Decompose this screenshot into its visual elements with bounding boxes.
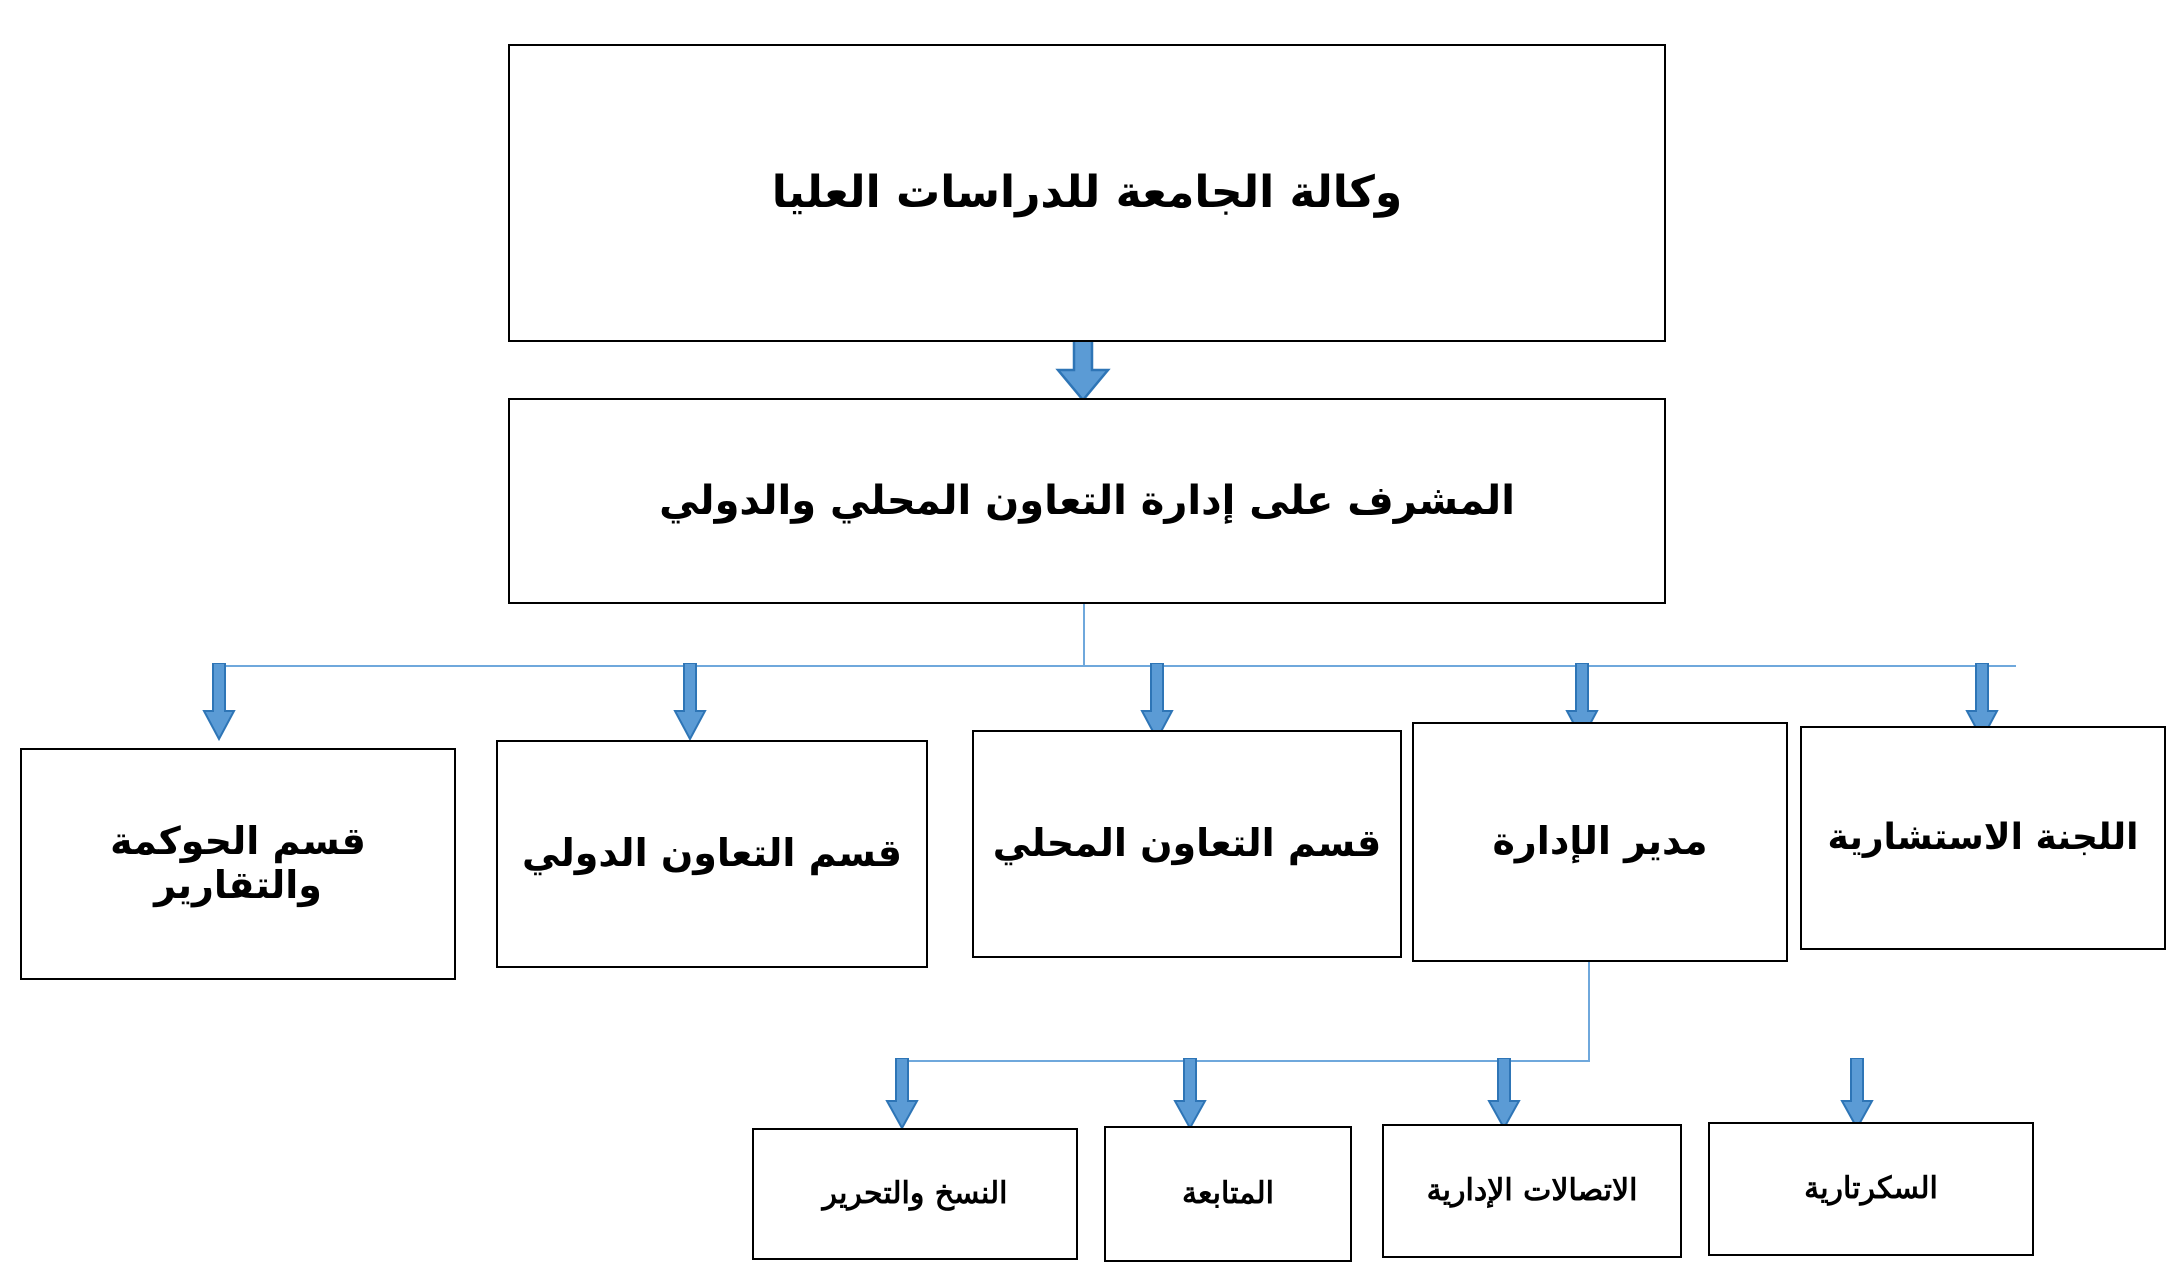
arrow-to-advisory-committee [1965,663,1999,741]
connector-level4-rail [900,1060,1590,1062]
node-label: قسم التعاون المحلي [992,821,1382,866]
node-label: الاتصالات الإدارية [1426,1172,1638,1208]
node-label: قسم الحوكمة والتقارير [110,819,366,907]
arrow-to-copying-editing [885,1058,919,1130]
arrow-to-international-cooperation [673,663,707,741]
node-secretariat[interactable]: السكرتارية [1708,1122,2034,1256]
node-department-director[interactable]: مدير الإدارة [1412,722,1788,962]
node-label: النسخ والتحرير [822,1175,1008,1211]
node-supervisor-local-international-cooperation[interactable]: المشرف على إدارة التعاون المحلي والدولي [508,398,1666,604]
arrow-root-to-supervisor [1055,336,1111,402]
node-label: مدير الإدارة [1492,819,1708,864]
arrow-to-secretariat [1840,1058,1874,1130]
node-label: المشرف على إدارة التعاون المحلي والدولي [659,478,1515,524]
connector-director-stem [1588,960,1590,1062]
node-local-cooperation[interactable]: قسم التعاون المحلي [972,730,1402,958]
node-label: قسم التعاون الدولي [522,831,902,876]
connector-supervisor-stem [1083,603,1085,666]
node-label: السكرتارية [1804,1170,1938,1206]
node-administrative-communications[interactable]: الاتصالات الإدارية [1382,1124,1682,1258]
arrow-to-administrative-communications [1487,1058,1521,1130]
arrow-to-governance-reports [202,663,236,741]
node-label: اللجنة الاستشارية [1827,817,2139,859]
node-follow-up[interactable]: المتابعة [1104,1126,1352,1262]
node-university-graduate-studies-agency[interactable]: وكالة الجامعة للدراسات العليا [508,44,1666,342]
node-advisory-committee[interactable]: اللجنة الاستشارية [1800,726,2166,950]
node-label: وكالة الجامعة للدراسات العليا [771,166,1403,218]
node-governance-reports[interactable]: قسم الحوكمة والتقارير [20,748,456,980]
node-label: المتابعة [1182,1175,1274,1211]
arrow-to-follow-up [1173,1058,1207,1130]
connector-level3-rail [216,665,2016,667]
node-copying-editing[interactable]: النسخ والتحرير [752,1128,1078,1260]
node-international-cooperation[interactable]: قسم التعاون الدولي [496,740,928,968]
arrow-to-local-cooperation [1140,663,1174,741]
